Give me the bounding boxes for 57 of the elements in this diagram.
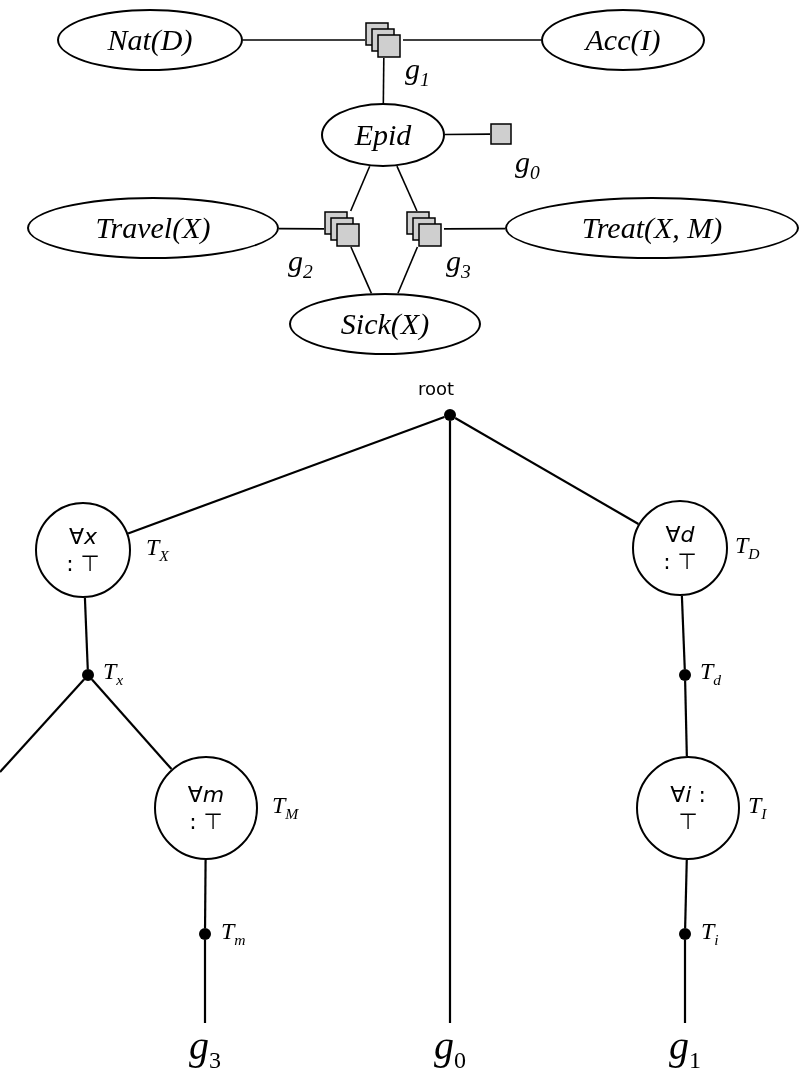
node-annotation: T$_{i}$ (701, 918, 719, 949)
connector-line (396, 165, 418, 212)
connector-line (203, 940, 207, 1023)
connector-line (127, 416, 445, 535)
connector-line (349, 165, 371, 212)
node-annotation: T$_{d}$ (700, 658, 722, 689)
node-annotation: T$_{m}$ (221, 918, 246, 949)
leaf-label: g$_{3}$ (189, 1022, 221, 1074)
node-annotation: g$_{3}$ (446, 244, 471, 283)
connector-line (680, 595, 686, 670)
quantifier-text: ∀x : ⊤ (65, 522, 101, 578)
node-annotation: T$_{D}$ (735, 532, 760, 563)
node-annotation: T$_{I}$ (748, 792, 767, 823)
connector-line (448, 421, 452, 1023)
connector-line (203, 860, 207, 928)
connector-line (684, 680, 688, 757)
connector-line (83, 597, 89, 670)
quantifier-text: ∀d : ⊤ (662, 520, 698, 576)
node-annotation: g$_{2}$ (288, 244, 313, 283)
connector-line (684, 859, 688, 929)
connector-line (91, 678, 173, 770)
variable-ellipse: Treat(X, M) (505, 197, 799, 259)
leaf-label: g$_{0}$ (434, 1022, 466, 1074)
quantifier-text: ∀m : ⊤ (186, 780, 226, 836)
connector-line (0, 678, 85, 773)
node-annotation: root (418, 378, 455, 399)
node-annotation: T$_{x}$ (103, 658, 124, 689)
node-annotation: T$_{M}$ (272, 792, 299, 823)
node-annotation: g$_{1}$ (405, 52, 430, 91)
factor-square (490, 123, 512, 145)
connector-line (454, 417, 639, 525)
connector-line (382, 57, 385, 104)
connector-line (278, 227, 325, 230)
junction-dot (199, 928, 211, 940)
stacked-factor-squares (324, 211, 362, 247)
connector-line (350, 246, 373, 295)
variable-ellipse: Sick(X) (289, 293, 481, 355)
connector-line (443, 227, 506, 230)
connector-line (683, 940, 687, 1023)
junction-dot (679, 669, 691, 681)
leaf-label: g$_{1}$ (669, 1022, 701, 1074)
connector-line (242, 39, 366, 41)
quantifier-text: ∀i : ⊤ (669, 780, 707, 836)
connector-line (397, 246, 419, 295)
variable-ellipse: Epid (321, 103, 445, 167)
node-annotation: g$_{0}$ (515, 145, 540, 184)
junction-dot (444, 409, 456, 421)
node-annotation: T$_{X}$ (146, 534, 169, 565)
connector-line (444, 133, 491, 136)
junction-dot (679, 928, 691, 940)
variable-ellipse: Acc(I) (541, 9, 705, 71)
stacked-factor-squares (406, 211, 444, 247)
connector-line (402, 39, 542, 41)
junction-dot (82, 669, 94, 681)
stacked-factor-squares (365, 22, 403, 58)
variable-ellipse: Travel(X) (27, 197, 279, 259)
variable-ellipse: Nat(D) (57, 9, 243, 71)
